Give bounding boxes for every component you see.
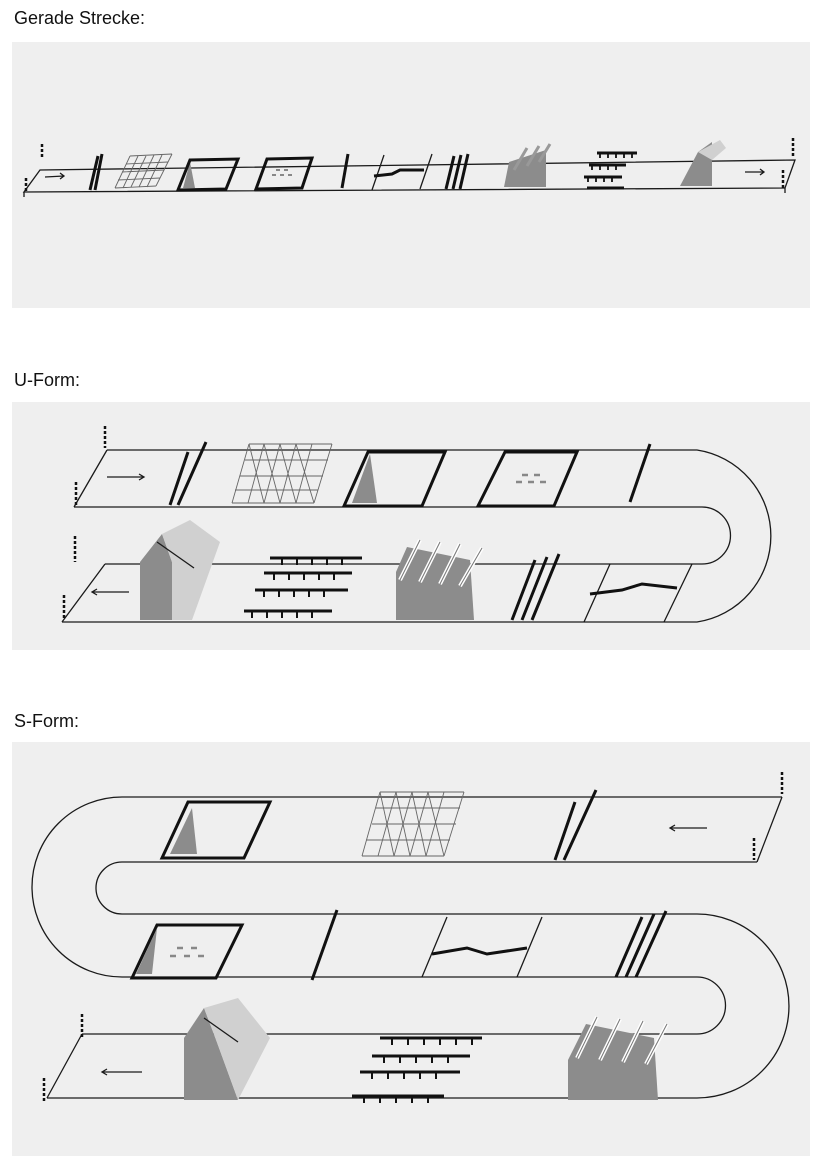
- obstacle-ramp-roller: [568, 1016, 669, 1100]
- title-straight: Gerade Strecke:: [14, 8, 146, 28]
- obstacle-hill: [184, 998, 270, 1100]
- panel-s-form-track: [12, 742, 810, 1156]
- obstacle-grid-ladder: [114, 153, 173, 189]
- obstacle-single-rail: [628, 443, 652, 503]
- start-marker: [24, 144, 66, 192]
- obstacle-ramp-roller: [504, 143, 552, 187]
- obstacle-stepping-box: [129, 923, 245, 980]
- obstacle-zigzag-section: [371, 153, 433, 191]
- title-s-form: S-Form:: [14, 711, 79, 731]
- obstacle-triple-rail: [510, 553, 561, 621]
- panel-straight-track: [12, 42, 810, 308]
- panel-u-form-track: [12, 402, 810, 650]
- finish-marker: [42, 1014, 142, 1102]
- obstacle-balance-beams: [244, 556, 362, 618]
- u-form-track-diagram: [61, 426, 772, 623]
- obstacle-open-box: [175, 157, 241, 192]
- track-outline: [31, 796, 790, 1099]
- obstacle-stepping-box: [253, 156, 315, 191]
- finish-marker: [745, 138, 795, 188]
- obstacle-ramp-roller: [396, 539, 484, 620]
- obstacle-double-rail: [168, 441, 208, 506]
- obstacle-grid-ladder: [361, 791, 465, 857]
- track-outline: [22, 159, 796, 197]
- s-form-track-diagram: [31, 772, 790, 1103]
- obstacle-zigzag-section: [583, 563, 693, 623]
- finish-marker: [62, 536, 129, 620]
- obstacle-single-rail: [310, 909, 339, 981]
- start-marker: [74, 426, 146, 506]
- obstacle-triple-rail: [444, 153, 470, 190]
- obstacle-balance-beams: [584, 151, 637, 190]
- obstacle-double-rail: [553, 789, 598, 861]
- obstacle-double-rail: [88, 153, 104, 191]
- title-u-form: U-Form:: [14, 370, 80, 390]
- straight-track-diagram: [22, 138, 796, 197]
- obstacle-hill: [140, 520, 220, 620]
- obstacle-open-box: [159, 800, 273, 860]
- obstacle-triple-rail: [614, 910, 668, 978]
- track-outline: [61, 449, 772, 623]
- start-marker: [668, 772, 784, 860]
- obstacle-single-rail: [340, 153, 350, 189]
- obstacle-stepping-box: [475, 450, 580, 508]
- obstacle-zigzag-section: [421, 916, 543, 978]
- obstacle-open-box: [341, 450, 448, 508]
- obstacle-balance-beams: [352, 1036, 482, 1103]
- obstacle-hill: [680, 140, 726, 186]
- obstacle-grid-ladder: [231, 443, 333, 504]
